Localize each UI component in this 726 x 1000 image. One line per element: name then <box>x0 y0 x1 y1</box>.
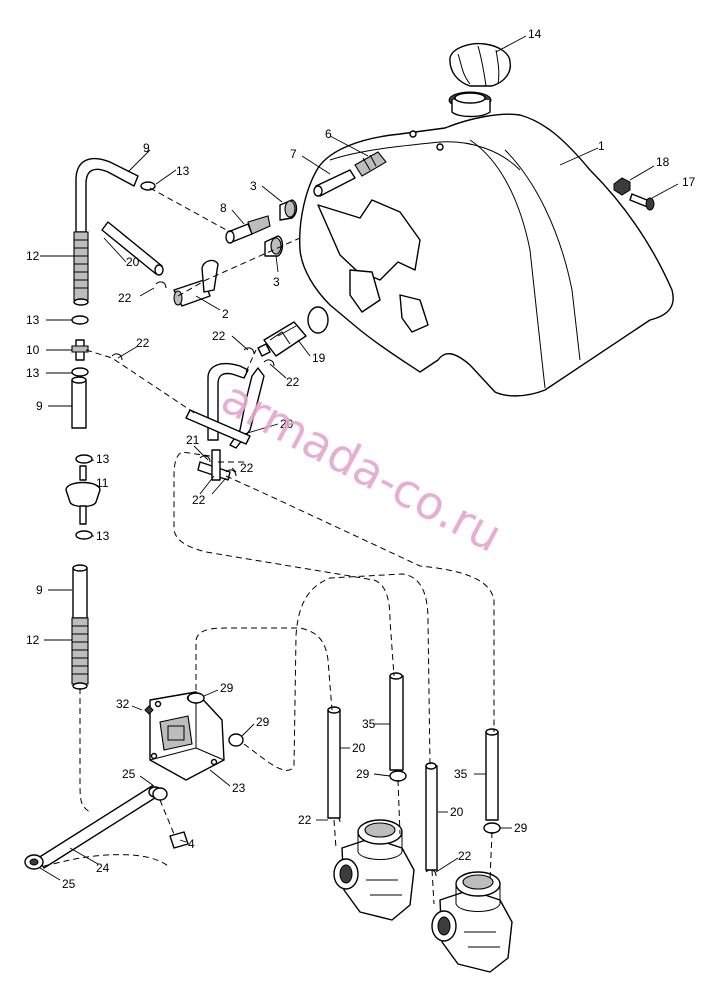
callout-22d: 22 <box>286 375 300 389</box>
fuel-valve <box>173 259 219 307</box>
callout-21: 21 <box>186 433 200 447</box>
bent-hose <box>185 362 265 449</box>
callout-20d: 20 <box>450 805 464 819</box>
callout-35a: 35 <box>362 717 376 731</box>
callout-13a: 13 <box>176 164 190 178</box>
callout-20c: 20 <box>352 741 366 755</box>
callout-17: 17 <box>682 175 696 189</box>
callout-25a: 25 <box>122 767 136 781</box>
fuel-filter <box>65 465 101 525</box>
callout-18: 18 <box>656 155 670 169</box>
carburetor-right <box>431 871 513 973</box>
fuel-line-upper <box>73 157 139 306</box>
clip <box>169 831 189 849</box>
callout-labels: 1 2 3 3 4 6 7 8 9 9 9 10 11 12 12 13 13 … <box>26 27 696 891</box>
callout-3: 3 <box>250 179 257 193</box>
fuel-pickup <box>257 306 329 357</box>
callout-4: 4 <box>188 837 195 851</box>
callout-13d: 13 <box>96 452 110 466</box>
callout-9c: 9 <box>36 583 43 597</box>
screw <box>144 705 154 715</box>
watermark: armada-co.ru <box>213 370 511 563</box>
callout-29a: 29 <box>220 681 234 695</box>
callout-6: 6 <box>325 127 332 141</box>
vent-hoses <box>327 672 499 871</box>
callout-2: 2 <box>222 307 229 321</box>
callout-25b: 25 <box>62 877 76 891</box>
callout-29d: 29 <box>514 821 528 835</box>
small-clips <box>111 281 437 877</box>
fuel-cap <box>449 42 512 87</box>
callout-20b: 20 <box>280 417 294 431</box>
callout-29b: 29 <box>256 715 270 729</box>
tank-screw <box>613 177 655 211</box>
fuel-tank <box>298 113 674 397</box>
leader-lines <box>39 35 679 881</box>
callout-10: 10 <box>26 343 40 357</box>
pump-clamps <box>187 692 501 834</box>
callout-9b: 9 <box>36 399 43 413</box>
tee-fitting <box>197 449 231 481</box>
callout-13b: 13 <box>26 313 40 327</box>
callout-11: 11 <box>96 476 109 490</box>
filler-neck <box>448 91 492 118</box>
fuel-pump <box>149 691 225 781</box>
callout-22f: 22 <box>192 493 206 507</box>
callout-22h: 22 <box>458 849 472 863</box>
callout-14: 14 <box>528 27 542 41</box>
grommets <box>264 199 298 257</box>
callout-3b: 3 <box>273 275 280 289</box>
callout-29c: 29 <box>356 767 370 781</box>
callout-13c: 13 <box>26 366 40 380</box>
callout-12a: 12 <box>26 249 40 263</box>
hose-connector <box>71 339 89 361</box>
callout-22b: 22 <box>136 336 150 350</box>
hose-short <box>101 221 164 276</box>
callout-32: 32 <box>116 697 130 711</box>
vent-fitting <box>313 151 387 197</box>
callout-8: 8 <box>220 201 227 215</box>
fuel-line-lower <box>71 564 89 690</box>
callout-7: 7 <box>290 147 297 161</box>
callout-13e: 13 <box>96 529 110 543</box>
callout-22g: 22 <box>298 813 312 827</box>
elbow-fitting <box>225 215 271 244</box>
callout-23: 23 <box>232 781 246 795</box>
callout-20a: 20 <box>126 255 140 269</box>
callout-9a: 9 <box>143 141 150 155</box>
routing-lines <box>43 187 495 905</box>
callout-12b: 12 <box>26 633 40 647</box>
callout-35b: 35 <box>454 767 468 781</box>
callout-22c: 22 <box>212 329 226 343</box>
callout-22a: 22 <box>118 291 132 305</box>
callout-1: 1 <box>598 139 605 153</box>
carburetor-left <box>333 819 415 921</box>
hose-segment <box>71 376 87 429</box>
callout-22e: 22 <box>240 461 254 475</box>
callout-19: 19 <box>312 351 326 365</box>
callout-24: 24 <box>96 861 110 875</box>
